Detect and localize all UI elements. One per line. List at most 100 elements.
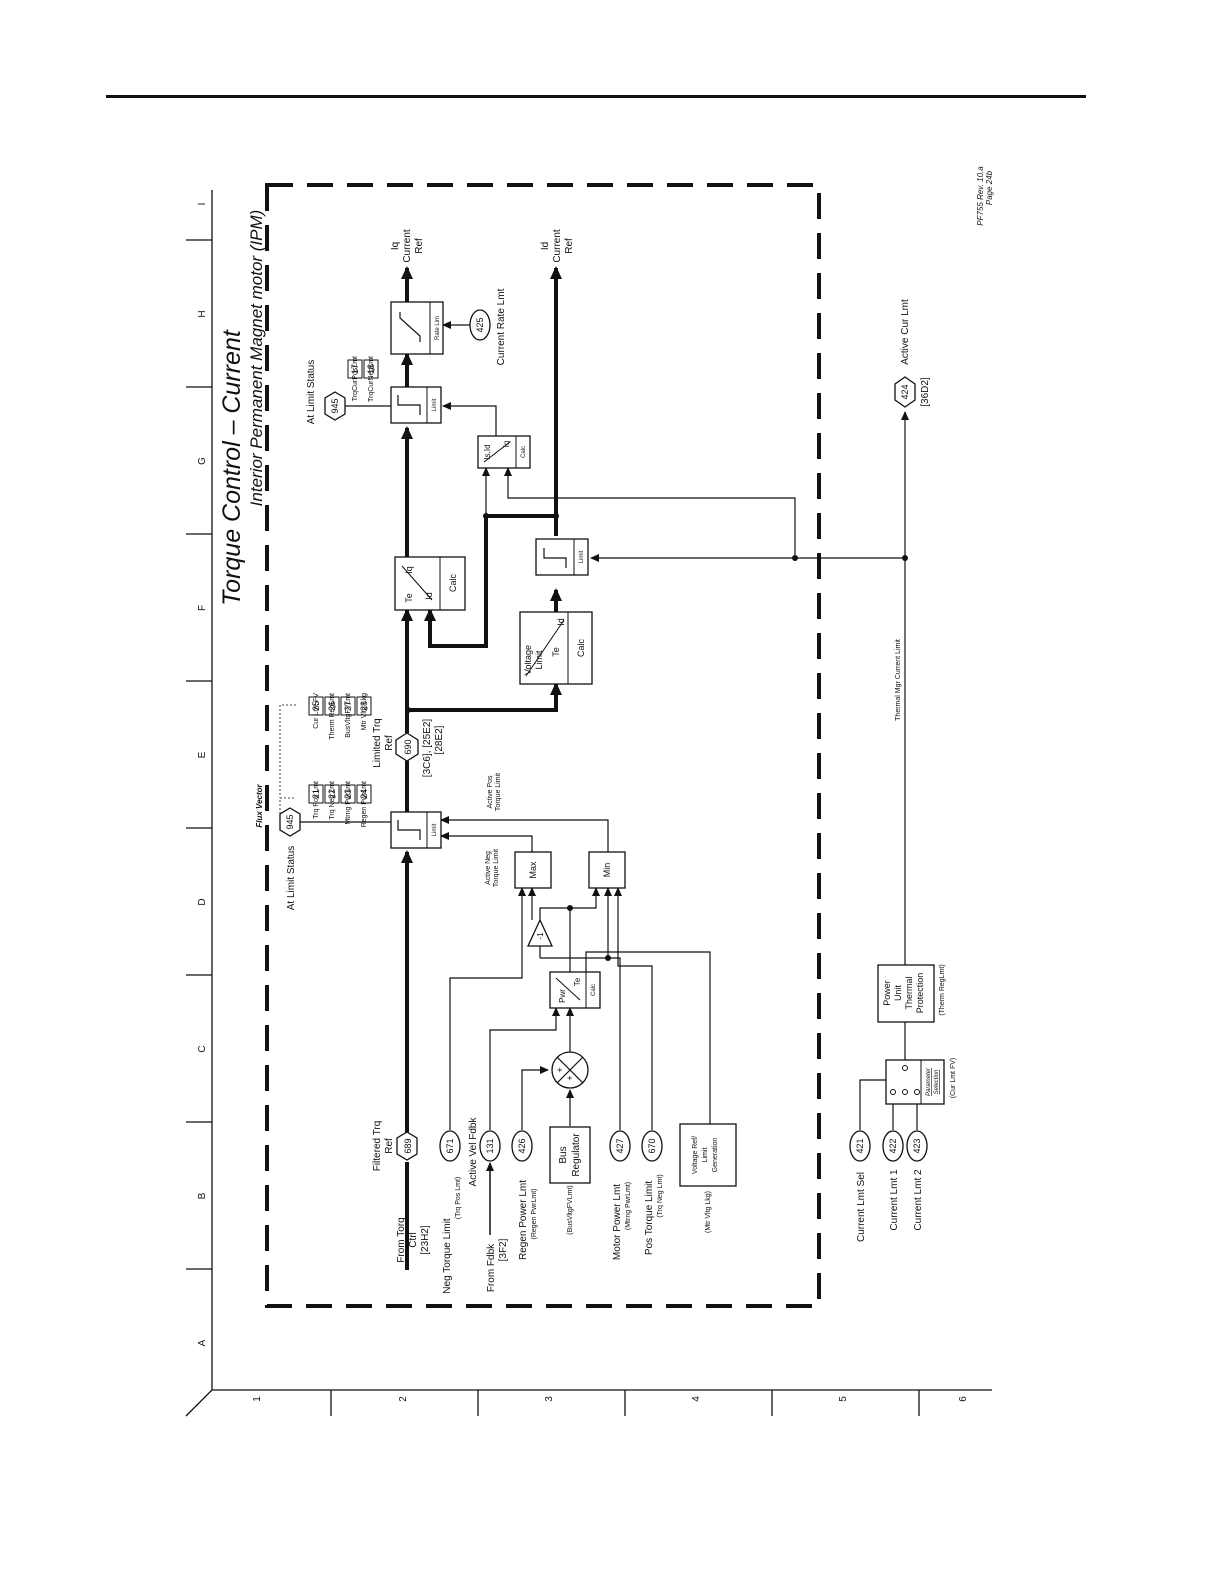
svg-text:426: 426 — [517, 1138, 527, 1153]
pos-torque-limit-label: Pos Torque Limit — [644, 1181, 655, 1256]
mtr-vltg-lkg-label: (Mtr Vltg Lkg) — [705, 1191, 712, 1233]
page-subtitle: Interior Permanent Magnet motor (IPM) — [247, 210, 266, 507]
junction-dots — [405, 513, 908, 961]
svg-text:Parameter: Parameter — [926, 1067, 932, 1096]
from-fdbk-label: From Fdbk — [486, 1243, 497, 1292]
from-torq-ctrl-label: From Torq — [396, 1217, 407, 1262]
param-oval-670[interactable]: 670 — [641, 1130, 663, 1162]
revision-label: PF755 Rev. 10.a — [976, 166, 985, 226]
svg-text:Voltage: Voltage — [523, 645, 533, 675]
limit-status-bits-table: 21 Trq Pos Lmt 22 Trq Neg Lmt 23 Mtrng P… — [308, 693, 372, 827]
svg-text:Protection: Protection — [915, 973, 925, 1014]
svg-text:Te: Te — [551, 647, 561, 657]
voltage-ref-limit-generation-block: Voltage Ref/ Limit Generation — [679, 1123, 737, 1187]
grid-col-label: F — [197, 605, 208, 611]
grid-row-label: 3 — [544, 1396, 555, 1402]
svg-text:Generation: Generation — [712, 1138, 719, 1173]
torque-limit-block: Limit — [390, 811, 442, 849]
thermal-mgr-current-limit-label: Thermal Mgr Current Limit — [895, 639, 902, 721]
active-cur-lmt-label: Active Cur Lmt — [900, 299, 911, 365]
svg-text:Max: Max — [528, 861, 538, 879]
svg-text:Therm RegLmt: Therm RegLmt — [329, 693, 336, 740]
param-oval-426[interactable]: 426 — [511, 1130, 533, 1162]
id-current-ref-label: Id — [540, 242, 551, 250]
svg-text:945: 945 — [330, 398, 340, 413]
svg-text:421: 421 — [855, 1138, 865, 1153]
svg-text:Iq: Iq — [502, 441, 511, 448]
param-oval-422[interactable]: 422 — [882, 1130, 904, 1162]
svg-text:670: 670 — [647, 1138, 657, 1153]
svg-text:422: 422 — [888, 1138, 898, 1153]
at-limit-status-label-2: At Limit Status — [306, 360, 317, 424]
param-hex-689[interactable]: 689 — [396, 1131, 418, 1161]
iq-current-ref-label: Current — [402, 229, 413, 263]
min-block: Min — [588, 851, 626, 889]
param-oval-671[interactable]: 671 — [439, 1130, 461, 1162]
grid-row-label: 1 — [252, 1396, 263, 1402]
param-oval-131[interactable]: 131 — [479, 1130, 501, 1162]
svg-text:Calc: Calc — [591, 984, 597, 996]
svg-text:Calc: Calc — [521, 446, 527, 458]
param-oval-425[interactable]: 425 — [469, 309, 491, 341]
svg-text:689: 689 — [403, 1138, 413, 1153]
grid-col-label: G — [197, 457, 208, 465]
svg-text:Power: Power — [882, 980, 892, 1006]
signal-labels: From Torq Ctrl [23H2] Filtered Trq Ref N… — [255, 229, 957, 1294]
svg-text:424: 424 — [900, 384, 910, 399]
therm-reglmt-label: (Therm RegLmt) — [939, 964, 946, 1015]
param-oval-423[interactable]: 423 — [906, 1130, 928, 1162]
svg-text:27: 27 — [343, 701, 353, 711]
from-torq-ctrl-label: Ctrl — [408, 1232, 419, 1248]
svg-text:Limit: Limit — [432, 398, 438, 411]
negate-gain-block: -1 — [526, 918, 554, 947]
param-hex-945-limit-status-2[interactable]: 945 — [324, 391, 346, 421]
param-hex-424[interactable]: 424 — [894, 376, 916, 408]
parameter-selection-switch: Parameter Selection — [885, 1059, 945, 1105]
bus-vltg-fv-lmt-label: (BusVltgFVLmt) — [567, 1185, 574, 1234]
param-hex-945-limit-status[interactable]: 945 — [279, 807, 301, 837]
current-lmt-2-label: Current Lmt 2 — [913, 1169, 924, 1231]
svg-text:Bus: Bus — [558, 1146, 569, 1163]
active-cur-lmt-link: [36D2] — [920, 377, 931, 407]
grid-row-label: 4 — [691, 1396, 702, 1402]
motor-power-lmt-label: Motor Power Lmt — [612, 1184, 623, 1260]
id-limit-block: Limit — [535, 538, 589, 576]
power-unit-thermal-protection-block: Power Unit Thermal Protection — [877, 964, 935, 1023]
id-current-ref-label: Current — [552, 229, 563, 263]
from-torq-ctrl-link: [23H2] — [420, 1225, 431, 1255]
limit-status-bits-table-2: 17 TrqCurPosLmt 18 TrqCurNegLmt — [347, 356, 379, 402]
grid-col-label: H — [197, 310, 208, 317]
svg-text:Trq Neg Lmt: Trq Neg Lmt — [329, 781, 336, 820]
plus-sign: + — [565, 1075, 575, 1080]
grid-frame — [185, 190, 992, 1417]
svg-text:Limit: Limit — [579, 550, 585, 563]
iq-current-ref-label: Iq — [390, 242, 401, 250]
grid-row-label: 6 — [958, 1396, 969, 1402]
filtered-trq-ref-label: Filtered Trq — [372, 1121, 383, 1172]
svg-text:Selection: Selection — [934, 1069, 940, 1094]
svg-text:Regen PwrLmt: Regen PwrLmt — [361, 781, 368, 827]
bus-regulator-block: Bus Regulator — [549, 1126, 591, 1184]
current-rate-lmt-label: Current Rate Lmt — [496, 288, 507, 365]
svg-text:Limit: Limit — [534, 650, 544, 670]
param-oval-421[interactable]: 421 — [849, 1130, 871, 1162]
svg-text:Pwr: Pwr — [558, 989, 567, 1003]
grid-row-label: 2 — [398, 1396, 409, 1402]
svg-text:Rate Lim: Rate Lim — [435, 316, 441, 340]
neg-torque-limit-sub: (Trq Pos Lmt) — [455, 1177, 462, 1220]
svg-text:423: 423 — [912, 1138, 922, 1153]
active-vel-fdbk-label: Active Vel Fdbk — [468, 1117, 479, 1187]
id-current-ref-label: Ref — [564, 238, 575, 254]
svg-text:21: 21 — [311, 789, 321, 799]
svg-text:BusVltgFVLmt: BusVltgFVLmt — [345, 693, 352, 738]
at-limit-status-label: At Limit Status — [286, 846, 297, 910]
cur-lmt-fv-label: (Cur Lmt FV) — [950, 1058, 957, 1098]
svg-text:Voltage Ref/: Voltage Ref/ — [692, 1136, 699, 1174]
param-oval-427[interactable]: 427 — [609, 1130, 631, 1162]
param-hex-690[interactable]: 690 — [395, 732, 419, 762]
svg-text:Iq: Iq — [404, 566, 414, 574]
summing-junction: + + — [551, 1051, 589, 1089]
grid-col-label: A — [197, 1339, 208, 1346]
svg-text:Calc: Calc — [448, 574, 458, 593]
